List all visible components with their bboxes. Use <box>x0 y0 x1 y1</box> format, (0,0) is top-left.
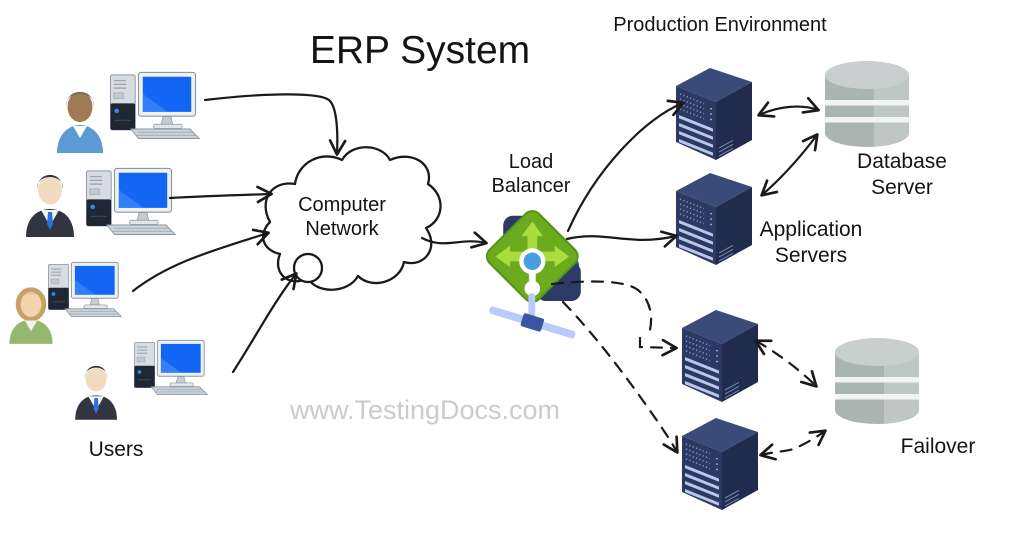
failover-label: Failover <box>900 435 976 458</box>
user-4-icon <box>75 365 117 420</box>
failover-db-icon <box>835 338 919 428</box>
arrow-user4-to-cloud <box>231 272 298 374</box>
arrow-user1-to-cloud <box>203 93 347 156</box>
arrow-lb-to-app-server-1 <box>566 99 685 233</box>
arrow-user2-to-cloud <box>168 185 273 204</box>
arrow-app-server-1-database <box>757 96 820 118</box>
dashed-lb-to-failover-server-2 <box>561 300 679 454</box>
user-4-computer-icon <box>133 339 208 396</box>
production-environment-label: Production Environment <box>613 14 827 36</box>
failover-server-2-icon <box>681 417 759 511</box>
user-2-computer-icon <box>85 167 177 236</box>
user-3-computer-icon <box>47 261 122 318</box>
dashed-lb-to-failover-server-1-curve <box>550 280 653 332</box>
application-servers-label: Application Servers <box>759 218 863 267</box>
user-1-icon <box>57 92 103 153</box>
users-label: Users <box>88 438 144 461</box>
database-server-label: Database Server <box>857 150 947 199</box>
computer-network-label: Computer Network <box>298 194 386 241</box>
user-3-icon <box>9 287 53 344</box>
app-server-2-icon <box>675 172 753 266</box>
arrow-cloud-to-load-balancer <box>420 231 488 249</box>
watermark: www.TestingDocs.com <box>289 395 561 425</box>
page-title: ERP System <box>309 29 531 72</box>
cloud-bubble-circle <box>292 252 324 284</box>
dashed-failover-server-2-to-failover-db <box>759 429 827 461</box>
user-2-icon <box>26 175 74 237</box>
failover-server-1-icon <box>681 309 759 403</box>
app-server-1-icon <box>675 67 753 161</box>
load-balancer-label: Load Balancer <box>491 151 571 198</box>
database-server-icon <box>825 61 909 151</box>
dashed-failover-server-1-to-failover-db <box>754 339 818 388</box>
user-1-computer-icon <box>109 71 201 140</box>
arrow-lb-to-app-server-2 <box>565 230 678 248</box>
arrow-app-server-2-database <box>760 133 819 197</box>
dashed-lb-to-failover-server-1-arrow <box>638 336 678 357</box>
arrow-user3-to-cloud <box>131 228 270 293</box>
load-balancer-icon <box>481 206 583 343</box>
